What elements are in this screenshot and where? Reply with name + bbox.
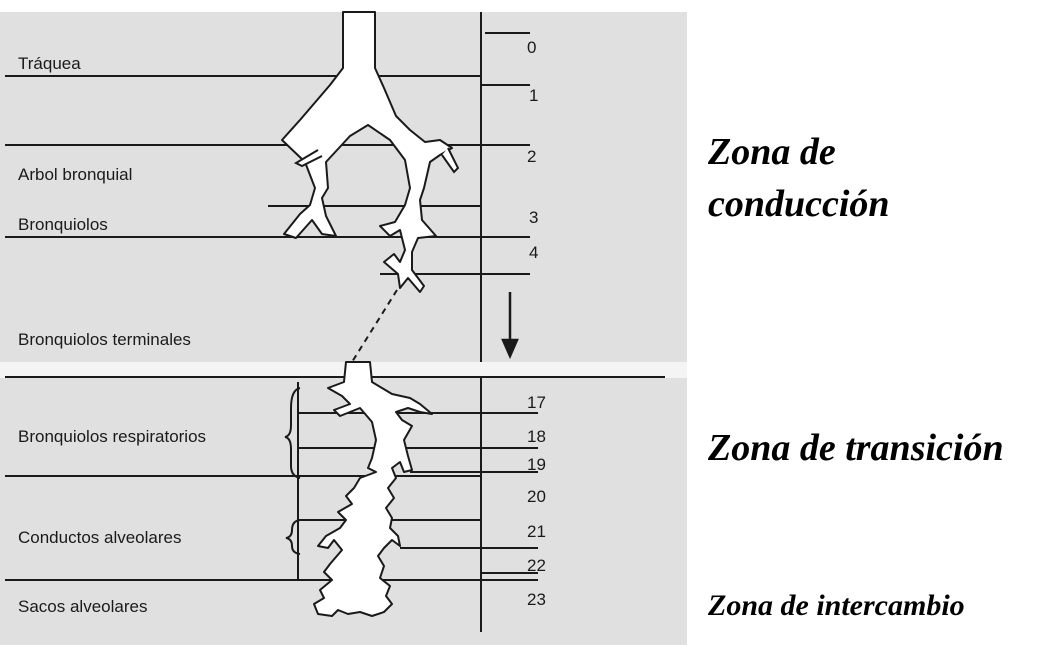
respiratory-airway-tree bbox=[313, 361, 433, 617]
label-arbol-bronquial: Arbol bronquial bbox=[18, 165, 133, 184]
generation-number: 18 bbox=[527, 427, 546, 446]
section-break-band bbox=[0, 362, 687, 378]
label-bronquiolos-respiratorios: Bronquiolos respiratorios bbox=[18, 427, 207, 446]
generation-number: 21 bbox=[527, 522, 546, 541]
generation-number: 19 bbox=[527, 455, 546, 474]
generation-lines bbox=[5, 12, 665, 632]
label-traquea: Tráquea bbox=[18, 54, 81, 73]
branch-right bbox=[441, 147, 460, 174]
zone-intercambio: Zona de intercambio bbox=[708, 589, 965, 622]
airway-generations-diagram: Tráquea Arbol bronquial Bronquiolos Bron… bbox=[0, 11, 687, 645]
generation-number: 20 bbox=[527, 487, 546, 506]
label-conductos-alveolares: Conductos alveolares bbox=[18, 528, 182, 547]
generation-number: 3 bbox=[529, 208, 539, 227]
generation-number: 23 bbox=[527, 590, 546, 609]
zone-conduccion-line2: conducción bbox=[708, 183, 890, 225]
down-arrow-icon bbox=[501, 292, 519, 360]
zone-transicion: Zona de transición bbox=[708, 427, 1004, 469]
generation-number: 2 bbox=[527, 147, 537, 166]
zone-conduccion-line1: Zona de bbox=[708, 131, 836, 173]
generation-number: 22 bbox=[527, 556, 546, 575]
brace-conductos bbox=[285, 519, 301, 555]
braces bbox=[284, 387, 301, 555]
branch-left bbox=[293, 149, 323, 168]
generation-number: 4 bbox=[529, 243, 539, 262]
dashed-connector bbox=[351, 289, 398, 363]
generation-number: 17 bbox=[527, 393, 546, 412]
label-bronquiolos-terminales: Bronquiolos terminales bbox=[18, 330, 191, 349]
conducting-airway-tree bbox=[281, 11, 453, 293]
brace-respiratorios bbox=[284, 387, 301, 479]
label-sacos-alveolares: Sacos alveolares bbox=[18, 597, 148, 616]
airway-drawing bbox=[0, 11, 687, 645]
generation-number: 0 bbox=[527, 38, 537, 57]
label-bronquiolos: Bronquiolos bbox=[18, 215, 108, 234]
generation-number: 1 bbox=[529, 86, 539, 105]
